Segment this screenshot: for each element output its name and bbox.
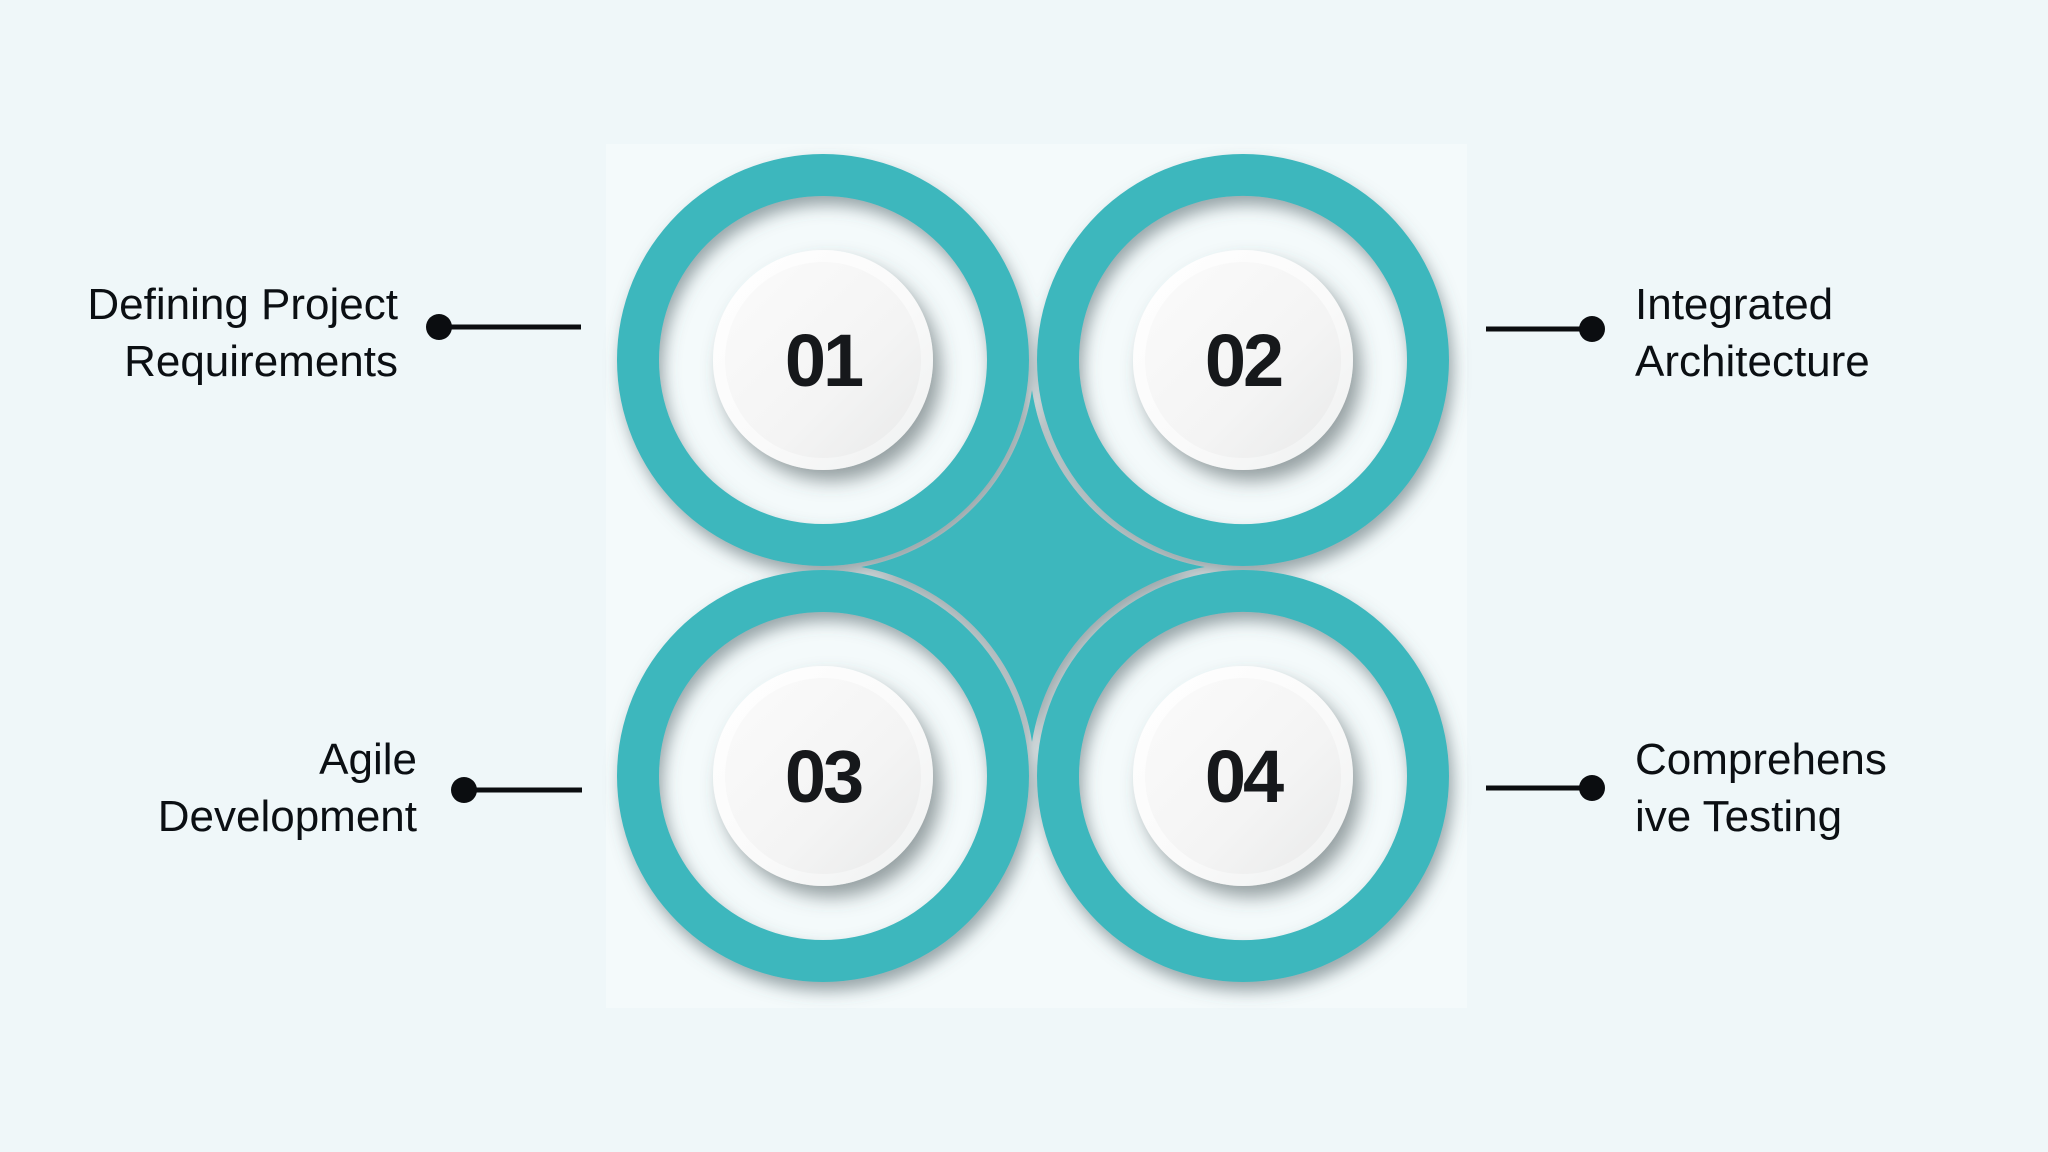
step-number-01: 01 [785,319,863,402]
connector-step-02 [1486,316,1605,342]
connector-dot [451,777,477,803]
connector-dot [1579,775,1605,801]
step-label-04: Comprehens ive Testing [1635,735,1887,841]
step-number-02: 02 [1205,319,1282,402]
connector-step-04 [1486,775,1605,801]
step-number-04: 04 [1205,735,1284,818]
connector-line [1486,785,1592,791]
step-circle-03: 03 [713,666,933,886]
connector-step-01 [426,314,581,340]
step-label-01: Defining Project Requirements [87,280,398,386]
clover-shape [617,154,1449,982]
connector-dot [1579,316,1605,342]
step-circle-01: 01 [713,250,933,470]
step-circle-04: 04 [1133,666,1353,886]
connector-line [1486,326,1592,332]
step-circle-02: 02 [1133,250,1353,470]
connector-line [464,787,582,793]
connector-step-03 [451,777,582,803]
step-label-02: Integrated Architecture [1635,280,1870,386]
connector-line [439,324,581,330]
connector-dot [426,314,452,340]
step-label-03: Agile Development [157,735,417,841]
step-number-03: 03 [785,735,862,818]
